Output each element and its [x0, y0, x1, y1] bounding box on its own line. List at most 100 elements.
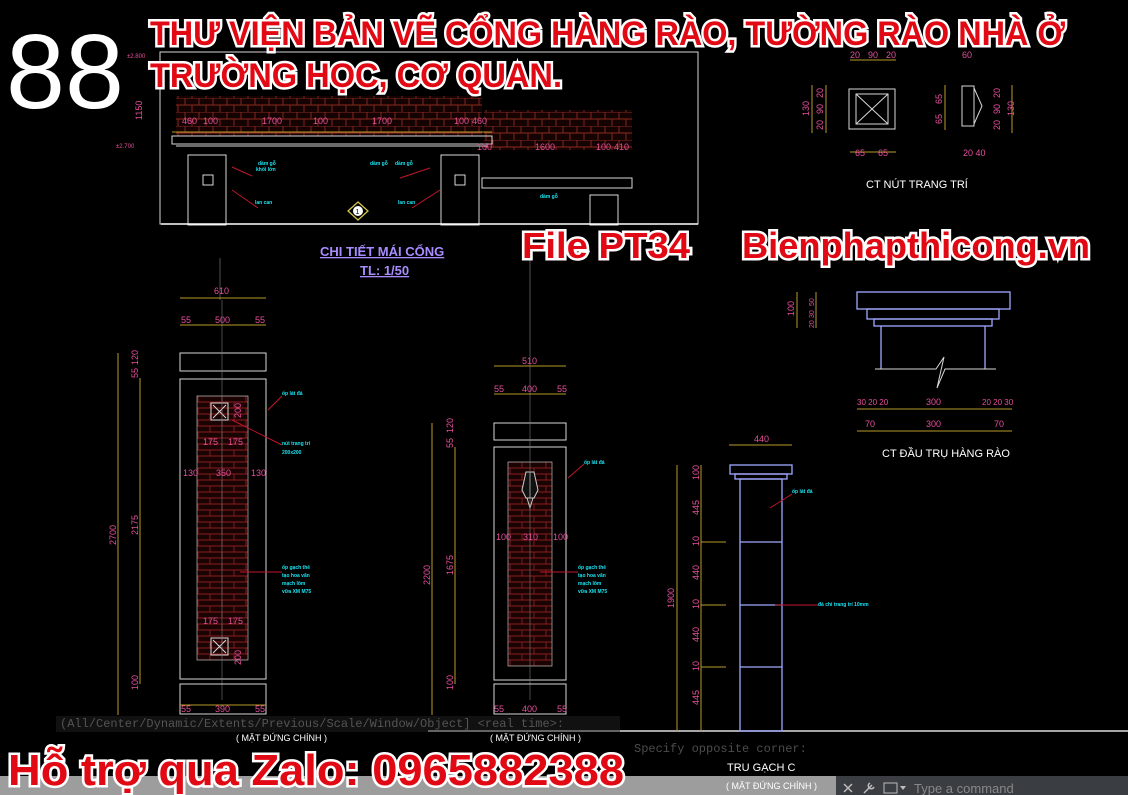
roof-detail-title: CHI TIẾT MÁI CỔNG [320, 244, 444, 259]
leader-line [231, 189, 259, 209]
zalo-support-text: Hỗ trợ qua Zalo: 0965882388 [8, 745, 624, 795]
pillar-cap [179, 352, 267, 372]
dim-text: 55 [557, 384, 567, 394]
dim-text: 100 [203, 116, 218, 126]
section-marker[interactable]: 1 [347, 201, 369, 221]
dim-text: 1900 [666, 588, 676, 608]
pillar-cap-step [734, 473, 788, 480]
dim-text: 100 [786, 301, 796, 316]
dim-text: 2175 [130, 515, 140, 535]
annotation-note: nút trang trí [282, 441, 311, 447]
leader-line [411, 189, 441, 209]
dim-text: 300 [926, 397, 941, 407]
dim-text: 300 [926, 419, 941, 429]
dim-text: 65 [878, 148, 888, 158]
dim-text: 310 [523, 532, 538, 542]
annotation-note: tạo hoa văn [282, 573, 310, 579]
close-icon[interactable] [843, 783, 853, 793]
roof-elevation-drawing: dầm gỗ khối lớn dầm gỗ dầm gỗ lan can la… [116, 51, 699, 278]
dim-text: 20 [886, 50, 896, 60]
dim-text: 400 [522, 704, 537, 714]
command-input[interactable]: Type a command [914, 781, 1014, 795]
dim-text: 1700 [372, 116, 392, 126]
dim-text: 175 [203, 437, 218, 447]
dim-text: 55 [181, 704, 191, 714]
decor-node-icon [210, 637, 229, 656]
dim-text: 65 [855, 148, 865, 158]
pillar-c-elevation: ốp lát đá đá chỉ trang trí 10mm 440 100 … [666, 434, 869, 732]
dim-text: 100 [454, 116, 469, 126]
command-history-bg [56, 716, 620, 732]
side-post [589, 194, 619, 226]
dim-text: 20 20 30 [982, 398, 1014, 407]
wrench-icon[interactable] [863, 782, 875, 794]
leader-line [769, 493, 793, 509]
roof-dimensions: 460 100 1700 100 1700 100 460 100 1600 1… [116, 54, 629, 152]
annotation-note: dầm gỗ [258, 160, 276, 167]
node-front-outer [848, 88, 896, 130]
dim-text: 610 [214, 286, 229, 296]
section-marker-circle [353, 206, 363, 216]
website-label: Bienphapthicong.vn [742, 225, 1090, 266]
decor-node [454, 174, 466, 186]
annotation-note: ốp gạch thẻ [282, 564, 310, 571]
dim-text: 1600 [535, 142, 555, 152]
pillar-base [493, 683, 567, 715]
pillar-cap-title: CT ĐẦU TRỤ HÀNG RÀO [882, 447, 1010, 460]
pillar-cap [729, 464, 793, 475]
annotation-note: ốp lát đá [584, 459, 605, 466]
leader-line [267, 395, 283, 411]
dim-text: ±2.800 [127, 54, 146, 60]
dim-text: 10 [691, 661, 701, 671]
node-cross-icon [855, 93, 889, 125]
dim-text: 100 [553, 532, 568, 542]
dim-text: 70 [994, 419, 1004, 429]
annotation-note: ốp lát đá [792, 488, 813, 495]
dim-text: 55 [255, 704, 265, 714]
break-line [875, 356, 996, 389]
dim-text: ±2.700 [116, 144, 135, 150]
annotation-note: vữa XM M75 [282, 589, 311, 595]
command-prompt-icon[interactable] [883, 782, 906, 794]
dim-text: 100 [313, 116, 328, 126]
dim-text: 120 [445, 418, 455, 433]
cap-low-slab [873, 318, 993, 327]
pillar-c-title: TRU GẠCH C [727, 762, 796, 774]
annotation-note: vữa XM M75 [578, 589, 607, 595]
command-input-area[interactable] [836, 776, 1128, 795]
dim-text: 2700 [108, 525, 118, 545]
annotation-note: dầm gỗ [540, 193, 558, 200]
decor-node-dimensions: 20 90 20 130 20 90 20 65 65 60 65 65 20 … [801, 50, 1016, 158]
dim-text: 55 [445, 438, 455, 448]
dim-text: 100 [596, 142, 611, 152]
cap-mid-slab [866, 308, 1000, 320]
dim-text: 1675 [445, 555, 455, 575]
dim-text: 2200 [422, 565, 432, 585]
dim-text: 400 [522, 384, 537, 394]
roof-left-post [187, 154, 227, 226]
dim-text: 20 [850, 50, 860, 60]
annotation-note: ốp gạch thẻ [578, 564, 606, 571]
dim-text: 55 [130, 368, 140, 378]
pillar-b-subtitle: ( MẶT ĐỨNG CHÍNH ) [490, 733, 581, 743]
dim-text: 130 [801, 101, 811, 116]
annotation-note: lan can [255, 200, 272, 206]
dim-text: 100 [477, 142, 492, 152]
pillar-b-elevation: ốp lát đá ốp gạch thẻ tạo hoa văn mạch l… [422, 356, 607, 715]
dim-text: 410 [614, 142, 629, 152]
roof-detail-scale: TL: 1/50 [360, 263, 409, 278]
dim-text: 175 [203, 616, 218, 626]
leader-line [567, 463, 585, 479]
decor-node [202, 174, 214, 186]
file-label: File PT34 [522, 225, 690, 266]
pillar-a-subtitle: ( MẶT ĐỨNG CHÍNH ) [236, 733, 327, 743]
leader-line [231, 166, 253, 177]
node-side-bevel [973, 87, 983, 125]
pillar-base [179, 683, 267, 715]
side-beam [481, 177, 633, 189]
annotation-note: ốp lát đá [282, 390, 303, 397]
node-front-inner [855, 93, 889, 125]
pillar-c-subtitle: ( MẶT ĐỨNG CHÍNH ) [726, 781, 817, 791]
dim-text: 445 [691, 500, 701, 515]
